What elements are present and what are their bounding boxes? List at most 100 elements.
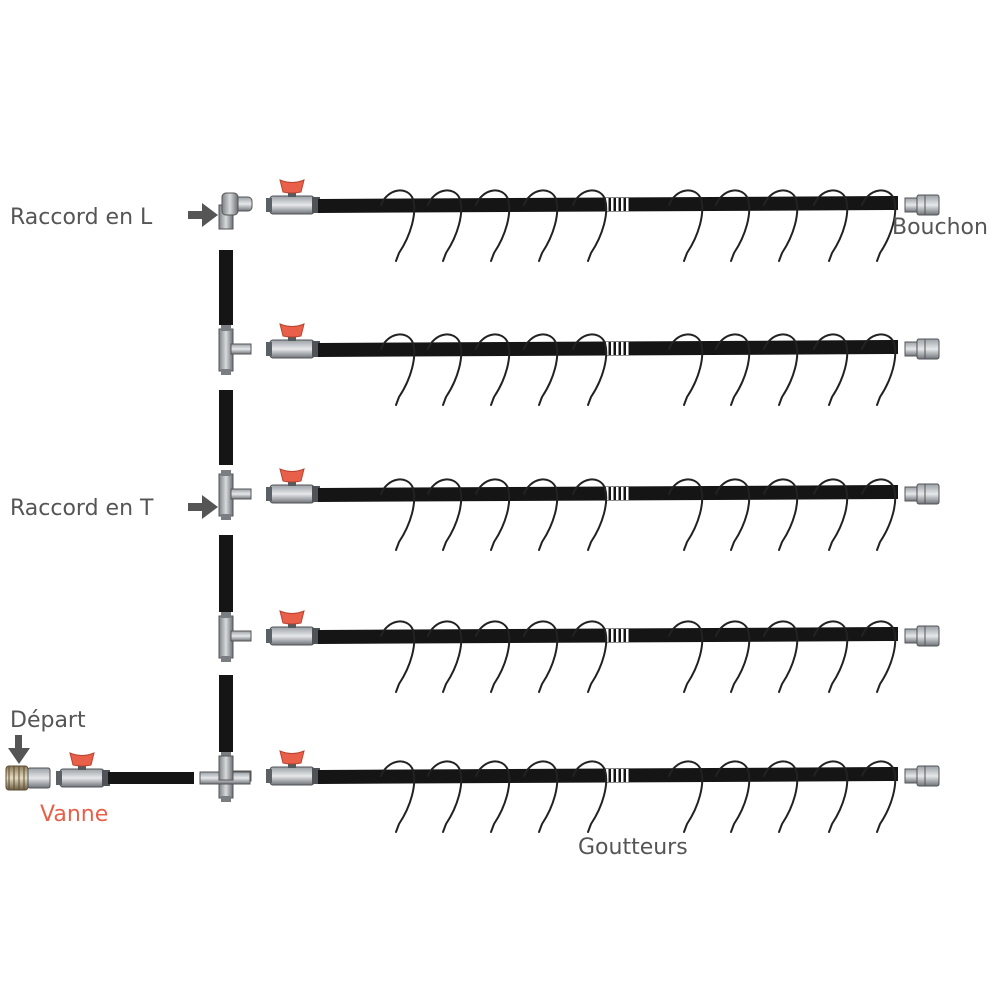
t-connector — [218, 612, 252, 662]
dripper — [813, 620, 849, 693]
supply-pipe — [219, 250, 233, 752]
dripper — [763, 333, 799, 406]
line-valve — [266, 610, 320, 646]
dripper — [813, 333, 849, 406]
start-connector — [5, 765, 51, 791]
dripper — [668, 760, 704, 833]
valve-handle-icon — [279, 179, 305, 194]
dripper — [380, 620, 416, 693]
drippers — [380, 478, 897, 551]
bottom-t-connector — [199, 755, 251, 785]
dripper — [523, 189, 559, 262]
arrow-raccord-l — [188, 203, 218, 227]
dripper — [763, 760, 799, 833]
drippers — [380, 333, 897, 406]
dripper — [475, 478, 511, 551]
coupling — [606, 342, 629, 355]
label-goutteurs: Goutteurs — [578, 835, 688, 860]
dripper — [475, 620, 511, 693]
dripper-line — [218, 610, 940, 693]
dripper — [427, 620, 463, 693]
dripper — [715, 478, 751, 551]
dripper — [668, 189, 704, 262]
dripper — [475, 333, 511, 406]
t-connector — [218, 325, 252, 375]
feed-pipe — [108, 772, 194, 784]
dripper — [715, 620, 751, 693]
end-cap — [904, 194, 940, 216]
dripper-line — [218, 323, 940, 406]
valve-handle-icon — [279, 468, 305, 483]
dripper — [523, 760, 559, 833]
end-cap — [904, 765, 940, 787]
dripper — [668, 478, 704, 551]
label-bouchon: Bouchon — [892, 215, 988, 240]
label-raccord-l: Raccord en L — [10, 205, 153, 230]
dripper-line — [218, 750, 940, 833]
dripper — [572, 478, 608, 551]
drippers — [380, 189, 897, 262]
main-valve — [56, 752, 110, 788]
dripper — [427, 333, 463, 406]
dripper — [572, 189, 608, 262]
line-valve — [266, 750, 320, 786]
dripper — [380, 478, 416, 551]
arrow-depart — [8, 735, 30, 764]
dripper — [813, 760, 849, 833]
dripper — [763, 620, 799, 693]
dripper — [715, 760, 751, 833]
coupling — [606, 198, 629, 211]
dripper — [861, 478, 897, 551]
dripper — [861, 760, 897, 833]
label-vanne: Vanne — [40, 802, 108, 827]
dripper — [861, 620, 897, 693]
dripper — [380, 760, 416, 833]
dripper — [572, 760, 608, 833]
end-cap — [904, 338, 940, 360]
end-cap — [904, 483, 940, 505]
valve-handle-icon — [69, 752, 95, 767]
vertical-pipe-segment — [219, 250, 233, 325]
line-valve — [266, 468, 320, 504]
dripper — [380, 189, 416, 262]
line-valve — [266, 179, 320, 215]
dripper — [523, 620, 559, 693]
dripper — [763, 478, 799, 551]
dripper — [427, 478, 463, 551]
dripper — [715, 333, 751, 406]
end-cap — [904, 625, 940, 647]
dripper — [715, 189, 751, 262]
vertical-pipe-segment — [219, 390, 233, 465]
line-valve — [266, 323, 320, 359]
vertical-pipe-segment — [219, 675, 233, 752]
dripper — [763, 189, 799, 262]
dripper — [380, 333, 416, 406]
dripper — [427, 760, 463, 833]
coupling — [606, 629, 629, 642]
dripper-line — [218, 468, 940, 551]
label-raccord-t: Raccord en T — [10, 496, 154, 521]
dripper — [475, 760, 511, 833]
dripper — [523, 333, 559, 406]
dripper — [668, 333, 704, 406]
dripper — [523, 478, 559, 551]
dripper — [572, 333, 608, 406]
vertical-pipe-segment — [219, 535, 233, 612]
dripper — [861, 189, 897, 262]
coupling — [606, 487, 629, 500]
dripper-line — [218, 179, 940, 262]
dripper — [427, 189, 463, 262]
valve-handle-icon — [279, 610, 305, 625]
dripper — [861, 333, 897, 406]
drippers — [380, 760, 897, 833]
dripper — [572, 620, 608, 693]
dripper — [475, 189, 511, 262]
label-depart: Départ — [10, 708, 86, 733]
drippers — [380, 620, 897, 693]
valve-handle-icon — [279, 323, 305, 338]
arrow-raccord-t — [188, 495, 218, 519]
valve-handle-icon — [279, 750, 305, 765]
dripper — [668, 620, 704, 693]
t-connector — [218, 470, 252, 520]
